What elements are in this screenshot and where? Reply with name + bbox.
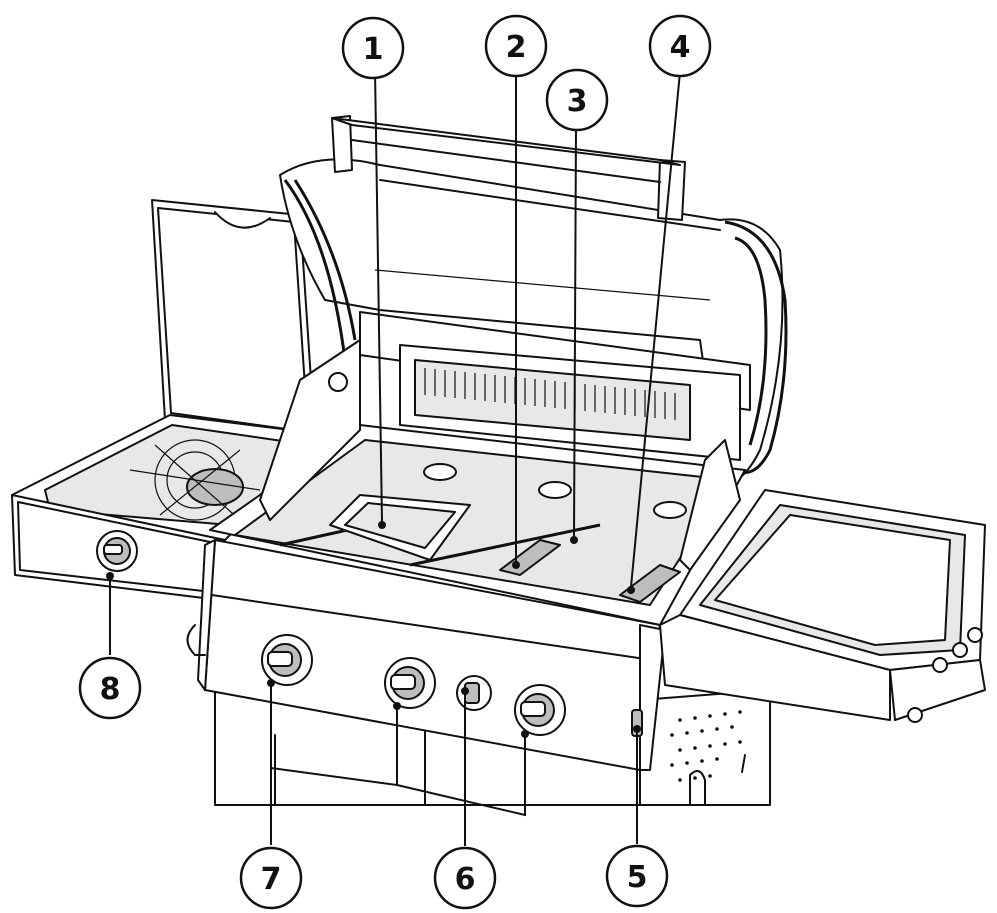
callout-6: 6 bbox=[433, 687, 497, 910]
callout-5-label: 5 bbox=[627, 860, 648, 895]
callout-1: 1 bbox=[341, 16, 405, 529]
callout-4-label: 4 bbox=[670, 30, 691, 65]
callout-8: 8 bbox=[78, 572, 142, 720]
burner-knob-1 bbox=[261, 634, 313, 686]
warming-rack bbox=[359, 311, 751, 461]
callout-3-label: 3 bbox=[567, 84, 588, 119]
callout-1-label: 1 bbox=[363, 32, 384, 67]
heat-vents bbox=[424, 368, 676, 420]
cart-perforations bbox=[670, 710, 742, 782]
callout-2-label: 2 bbox=[506, 30, 527, 65]
callout-4: 4 bbox=[627, 14, 712, 594]
callout-7: 7 bbox=[239, 679, 529, 910]
callout-6-label: 6 bbox=[455, 862, 476, 897]
burner-knob-3 bbox=[514, 684, 566, 736]
firebox bbox=[209, 339, 746, 626]
callout-7-label: 7 bbox=[261, 862, 282, 897]
grill-lid bbox=[279, 115, 788, 483]
right-side-shelf bbox=[659, 489, 986, 723]
side-burner-knob bbox=[96, 530, 138, 572]
burner-knob-2 bbox=[384, 657, 436, 709]
callout-8-label: 8 bbox=[100, 672, 121, 707]
callout-3: 3 bbox=[545, 68, 609, 544]
callout-2: 2 bbox=[484, 14, 548, 569]
callout-5: 5 bbox=[605, 725, 669, 908]
